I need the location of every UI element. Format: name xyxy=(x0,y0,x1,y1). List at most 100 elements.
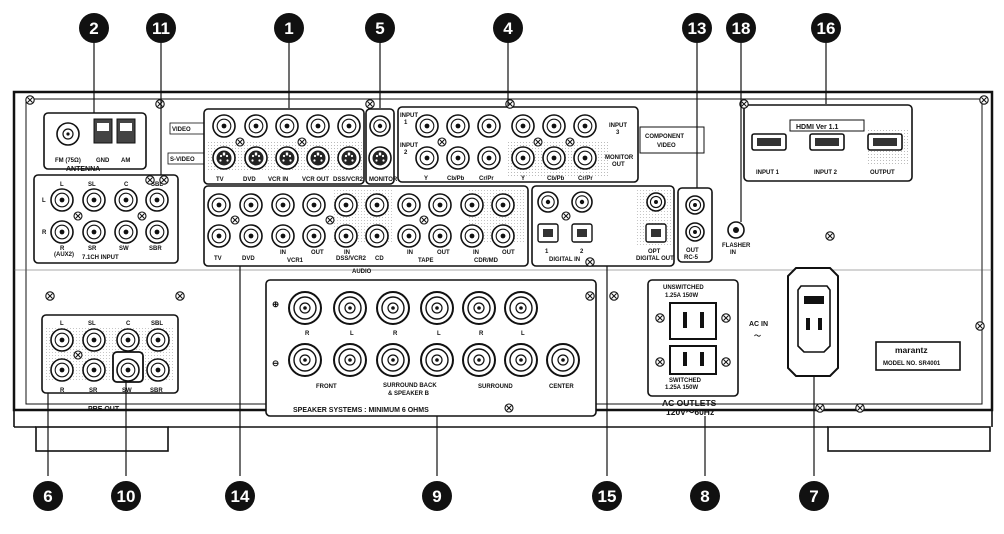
hdmi-input1-port[interactable] xyxy=(751,133,787,151)
speaker-terminal-plus-1[interactable] xyxy=(333,291,367,325)
audio-jack-l-0[interactable] xyxy=(207,193,231,217)
audio-jack-r-5[interactable] xyxy=(365,224,389,248)
preout-jack-top-2[interactable] xyxy=(116,328,140,352)
preout-jack-bottom-3[interactable] xyxy=(146,358,170,382)
audio-jack-l-9[interactable] xyxy=(491,193,515,217)
input71-jack-top-3[interactable] xyxy=(145,188,169,212)
rc5-jack-bottom[interactable] xyxy=(685,222,705,242)
optical-input-1[interactable] xyxy=(537,223,559,243)
audio-jack-r-9[interactable] xyxy=(491,224,515,248)
preout-jack-top-1[interactable] xyxy=(82,328,106,352)
audio-jack-r-2[interactable] xyxy=(271,224,295,248)
input71-jack-bottom-1[interactable] xyxy=(82,220,106,244)
speaker-terminal-plus-5[interactable] xyxy=(504,291,538,325)
monitor-svideo-jack[interactable] xyxy=(368,146,392,170)
speaker-terminal-plus-0[interactable] xyxy=(288,291,322,325)
component-monitor-jack-1[interactable] xyxy=(542,146,566,170)
callout-c13: 13 xyxy=(682,13,712,43)
callout-number: 13 xyxy=(688,19,707,38)
audio-jack-r-0[interactable] xyxy=(207,224,231,248)
speaker-terminal-minus-5[interactable] xyxy=(504,343,538,377)
audio-jack-l-2[interactable] xyxy=(271,193,295,217)
video-tv-label: TV xyxy=(216,177,224,183)
hdmi-output-port[interactable] xyxy=(867,133,903,151)
audio-jack-l-6[interactable] xyxy=(397,193,421,217)
preout-jack-bottom-2[interactable] xyxy=(116,358,140,382)
flasher-in-jack[interactable] xyxy=(727,221,745,239)
component-in2-jack-2[interactable] xyxy=(477,146,501,170)
audio-jack-l-7[interactable] xyxy=(428,193,452,217)
audio-jack-l-3[interactable] xyxy=(302,193,326,217)
monitor-video-jack[interactable] xyxy=(369,115,391,137)
component-in2-jack-0[interactable] xyxy=(415,146,439,170)
component-in1-jack-2[interactable] xyxy=(477,114,501,138)
speaker-terminal-minus-3[interactable] xyxy=(420,343,454,377)
callout-number: 10 xyxy=(117,487,136,506)
input71-jack-bottom-2[interactable] xyxy=(114,220,138,244)
preout-jack-bottom-0[interactable] xyxy=(50,358,74,382)
audio-jack-r-8[interactable] xyxy=(460,224,484,248)
video-jack-1[interactable] xyxy=(244,114,268,138)
speaker-terminal-minus-6[interactable] xyxy=(546,343,580,377)
preout-jack-top-3[interactable] xyxy=(146,328,170,352)
audio-vcr1-out-label: OUT xyxy=(311,250,324,256)
input71-sr-label: SR xyxy=(88,246,97,252)
component-in3-jack-1[interactable] xyxy=(542,114,566,138)
speaker-terminal-plus-4[interactable] xyxy=(462,291,496,325)
audio-jack-l-5[interactable] xyxy=(365,193,389,217)
svideo-jack-1[interactable] xyxy=(244,146,268,170)
input71-jack-top-2[interactable] xyxy=(114,188,138,212)
audio-jack-l-8[interactable] xyxy=(460,193,484,217)
optical-input-2[interactable] xyxy=(571,223,593,243)
speaker-terminal-minus-2[interactable] xyxy=(376,343,410,377)
svideo-jack-3[interactable] xyxy=(306,146,330,170)
speaker-terminal-minus-1[interactable] xyxy=(333,343,367,377)
component-monitor-jack-2[interactable] xyxy=(573,146,597,170)
speaker-terminal-minus-4[interactable] xyxy=(462,343,496,377)
unswitched-outlet[interactable] xyxy=(669,302,717,340)
audio-jack-r-7[interactable] xyxy=(428,224,452,248)
video-jack-2[interactable] xyxy=(275,114,299,138)
svideo-jack-0[interactable] xyxy=(212,146,236,170)
component-in1-jack-0[interactable] xyxy=(415,114,439,138)
flasher-section: FLASHER IN xyxy=(722,221,751,256)
preout-jack-bottom-1[interactable] xyxy=(82,358,106,382)
digital-coax-output[interactable] xyxy=(646,192,666,212)
speaker-terminal-minus-0[interactable] xyxy=(288,343,322,377)
audio-jack-r-4[interactable] xyxy=(334,224,358,248)
audio-jack-r-1[interactable] xyxy=(239,224,263,248)
optical-output[interactable] xyxy=(645,223,667,243)
hdmi-input2-label: INPUT 2 xyxy=(814,170,838,176)
audio-jack-r-6[interactable] xyxy=(397,224,421,248)
hdmi-input2-port[interactable] xyxy=(809,133,845,151)
rc5-jack-top[interactable] xyxy=(685,195,705,215)
audio-jack-l-4[interactable] xyxy=(334,193,358,217)
svideo-jack-4[interactable] xyxy=(337,146,361,170)
component-in1-jack-1[interactable] xyxy=(446,114,470,138)
callout-c2: 2 xyxy=(79,13,109,43)
input71-jack-top-0[interactable] xyxy=(50,188,74,212)
component-in3-jack-2[interactable] xyxy=(573,114,597,138)
video-jack-0[interactable] xyxy=(212,114,236,138)
callout-c6: 6 xyxy=(33,481,63,511)
input71-jack-bottom-3[interactable] xyxy=(145,220,169,244)
input71-jack-top-1[interactable] xyxy=(82,188,106,212)
switched-outlet[interactable] xyxy=(669,345,717,375)
preout-c-label: C xyxy=(126,321,131,327)
speaker-terminal-plus-2[interactable] xyxy=(376,291,410,325)
component-in3-jack-0[interactable] xyxy=(511,114,535,138)
comp-input1-n: 1 xyxy=(404,120,408,126)
audio-jack-r-3[interactable] xyxy=(302,224,326,248)
speaker-terminal-plus-3[interactable] xyxy=(420,291,454,325)
coax-input-2[interactable] xyxy=(571,191,593,213)
input71-jack-bottom-0[interactable] xyxy=(50,220,74,244)
video-jack-3[interactable] xyxy=(306,114,330,138)
audio-jack-l-1[interactable] xyxy=(239,193,263,217)
component-monitor-jack-0[interactable] xyxy=(511,146,535,170)
coax-input-1[interactable] xyxy=(537,191,559,213)
svideo-jack-2[interactable] xyxy=(275,146,299,170)
video-jack-4[interactable] xyxy=(337,114,361,138)
component-in2-jack-1[interactable] xyxy=(446,146,470,170)
preout-jack-top-0[interactable] xyxy=(50,328,74,352)
ac-inlet[interactable] xyxy=(787,267,839,377)
